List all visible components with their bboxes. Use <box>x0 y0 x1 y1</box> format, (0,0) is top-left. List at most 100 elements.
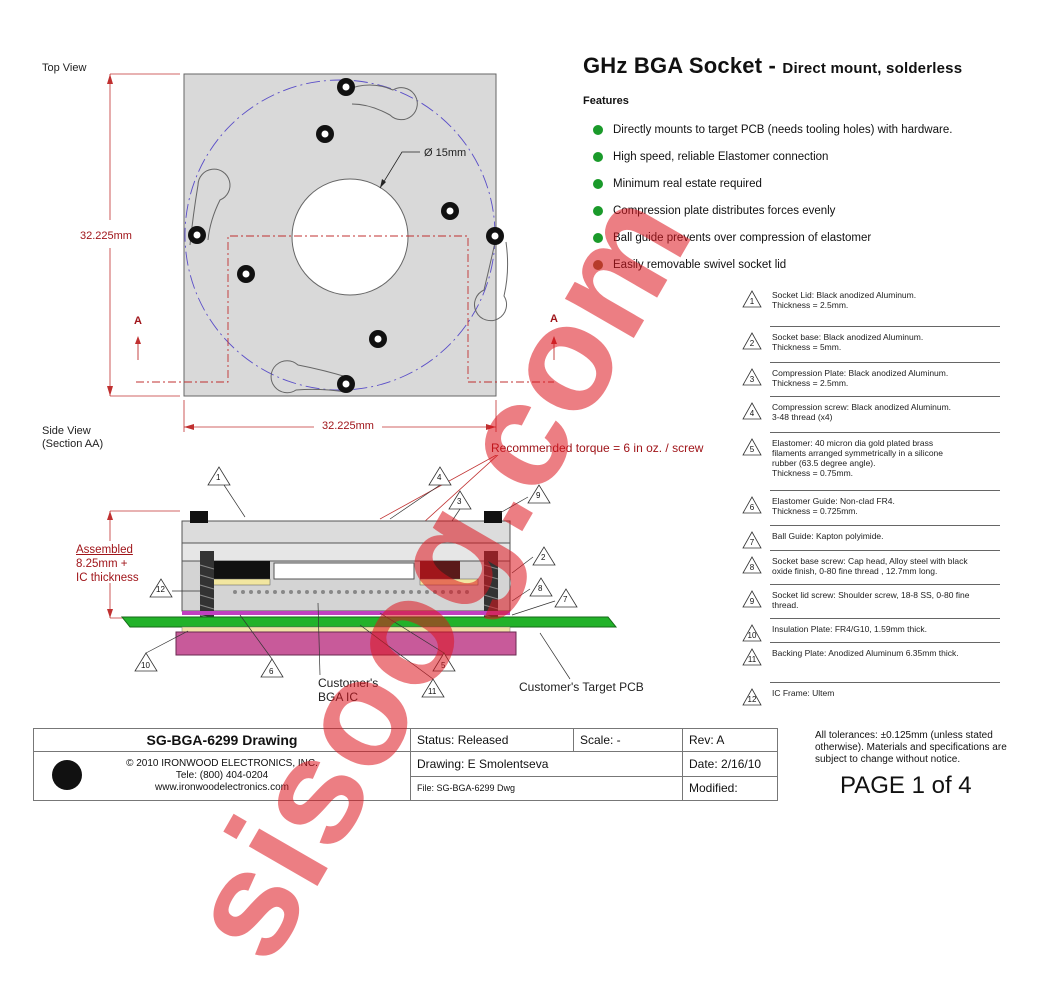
callout-triangle-icon: 12 <box>742 688 762 706</box>
assembled-label: Assembled <box>76 544 133 556</box>
feature-item: Directly mounts to target PCB (needs too… <box>593 116 952 143</box>
callout-triangle-icon: 10 <box>742 624 762 642</box>
height-dimension-label: 32.225mm <box>80 230 132 242</box>
rev-cell: Rev: A <box>682 728 778 752</box>
feature-text: Easily removable swivel socket lid <box>613 258 787 271</box>
drawn-by-cell: Drawing: E Smolentseva <box>410 751 683 777</box>
feature-item: Minimum real estate required <box>593 170 952 197</box>
note-number: 3 <box>749 375 755 384</box>
callout-triangle-icon: 7 <box>742 531 762 549</box>
customer-ic-label-2: BGA IC <box>318 690 359 704</box>
note-item: 11 Backing Plate: Anodized Aluminum 6.35m… <box>742 648 1002 666</box>
customer-ic-label: Customer's <box>318 676 379 690</box>
callout-9: 9 <box>536 491 541 500</box>
company-website: www.ironwoodelectronics.com <box>155 782 289 793</box>
date-cell: Date: 2/16/10 <box>682 751 778 777</box>
side-view-label: Side View <box>42 425 91 437</box>
callout-triangle-icon: 11 <box>742 648 762 666</box>
note-divider <box>770 618 1000 619</box>
feature-text: High speed, reliable Elastomer connectio… <box>613 150 829 163</box>
bullet-icon <box>593 259 603 270</box>
note-text: Backing Plate: Anodized Aluminum 6.35mm … <box>772 648 959 658</box>
note-item: 3 Compression Plate: Black anodized Alumi… <box>742 368 1002 388</box>
note-divider <box>770 362 1000 363</box>
note-item: 4 Compression screw: Black anodized Alumi… <box>742 402 1002 422</box>
note-item: 2 Socket base: Black anodized Aluminum. T… <box>742 332 1002 352</box>
note-number: 6 <box>749 503 755 512</box>
note-divider <box>770 326 1000 327</box>
callout-triangle-icon: 5 <box>742 438 762 456</box>
drawing-number: SG-BGA-6299 Drawing <box>33 728 411 752</box>
status-cell: Status: Released <box>410 728 574 752</box>
note-divider <box>770 396 1000 397</box>
title-main: GHz BGA Socket - <box>583 53 783 78</box>
note-text: Compression Plate: Black anodized Alumin… <box>772 368 949 388</box>
note-text: Compression screw: Black anodized Alumin… <box>772 402 952 422</box>
callout-triangle-icon: 2 <box>742 332 762 350</box>
feature-text: Compression plate distributes forces eve… <box>613 204 836 217</box>
note-text: Socket base screw: Cap head, Alloy steel… <box>772 556 968 576</box>
note-divider <box>770 642 1000 643</box>
callout-4: 4 <box>437 473 442 482</box>
title-block: SG-BGA-6299 Drawing Status: Released Sca… <box>33 728 778 801</box>
callout-6: 6 <box>269 667 274 676</box>
callout-triangle-icon: 1 <box>742 290 762 308</box>
note-text: IC Frame: Ultem <box>772 688 835 698</box>
feature-text: Ball guide prevents over compression of … <box>613 231 872 244</box>
modified-cell: Modified: <box>682 775 778 801</box>
callout-triangle-icon: 9 <box>742 590 762 608</box>
company-name: © 2010 IRONWOOD ELECTRONICS, INC. <box>126 758 318 769</box>
callout-7: 7 <box>563 595 568 604</box>
callout-10: 10 <box>141 661 150 670</box>
side-view-sublabel: (Section AA) <box>42 438 104 450</box>
note-divider <box>770 490 1000 491</box>
file-cell: File: SG-BGA-6299 Dwg <box>410 775 683 801</box>
note-divider <box>770 682 1000 683</box>
callout-12: 12 <box>156 585 165 594</box>
page-title: GHz BGA Socket - Direct mount, solderles… <box>583 53 962 79</box>
features-heading: Features <box>583 95 629 107</box>
note-text: Socket base: Black anodized Aluminum. Th… <box>772 332 924 352</box>
bullet-icon <box>593 232 603 243</box>
note-text: Socket lid screw: Shoulder screw, 18-8 S… <box>772 590 970 610</box>
feature-item: Compression plate distributes forces eve… <box>593 197 952 224</box>
note-text: Elastomer: 40 micron dia gold plated bra… <box>772 438 944 478</box>
customer-pcb-label: Customer's Target PCB <box>519 680 644 694</box>
assembled-height: 8.25mm + <box>76 558 128 570</box>
note-item: 9 Socket lid screw: Shoulder screw, 18-8 … <box>742 590 1002 610</box>
callout-triangle-icon: 3 <box>742 368 762 386</box>
callout-3: 3 <box>457 497 462 506</box>
note-number: 4 <box>749 409 755 418</box>
note-text: Insulation Plate: FR4/G10, 1.59mm thick. <box>772 624 927 634</box>
top-view-label: Top View <box>42 62 87 74</box>
callout-triangle-icon: 8 <box>742 556 762 574</box>
callout-triangle-icon: 4 <box>742 402 762 420</box>
note-number: 12 <box>747 695 757 704</box>
feature-text: Minimum real estate required <box>613 177 762 190</box>
page-number: PAGE 1 of 4 <box>840 772 972 799</box>
note-number: 9 <box>749 597 755 606</box>
company-phone: Tele: (800) 404-0204 <box>175 770 269 781</box>
bullet-icon <box>593 151 603 162</box>
torque-note: Recommended torque = 6 in oz. / screw <box>491 441 704 455</box>
note-number: 8 <box>749 563 755 572</box>
note-item: 8 Socket base screw: Cap head, Alloy stee… <box>742 556 1002 576</box>
bullet-icon <box>593 124 603 135</box>
note-item: 5 Elastomer: 40 micron dia gold plated br… <box>742 438 1002 478</box>
note-number: 2 <box>749 339 755 348</box>
side-view-drawing <box>107 455 618 698</box>
feature-text: Directly mounts to target PCB (needs too… <box>613 123 953 136</box>
note-item: 10 Insulation Plate: FR4/G10, 1.59mm thic… <box>742 624 1002 642</box>
callout-11: 11 <box>428 687 437 696</box>
tolerance-note: All tolerances: ±0.125mm (unless stated … <box>815 730 1007 765</box>
callout-5: 5 <box>441 661 446 670</box>
note-text: Ball Guide: Kapton polyimide. <box>772 531 884 541</box>
section-mark-right: A <box>550 313 558 325</box>
screw-holes <box>188 78 504 393</box>
note-divider <box>770 525 1000 526</box>
note-divider <box>770 550 1000 551</box>
company-logo-icon <box>52 760 82 790</box>
callout-2: 2 <box>541 553 546 562</box>
width-dimension-label: 32.225mm <box>322 420 374 432</box>
